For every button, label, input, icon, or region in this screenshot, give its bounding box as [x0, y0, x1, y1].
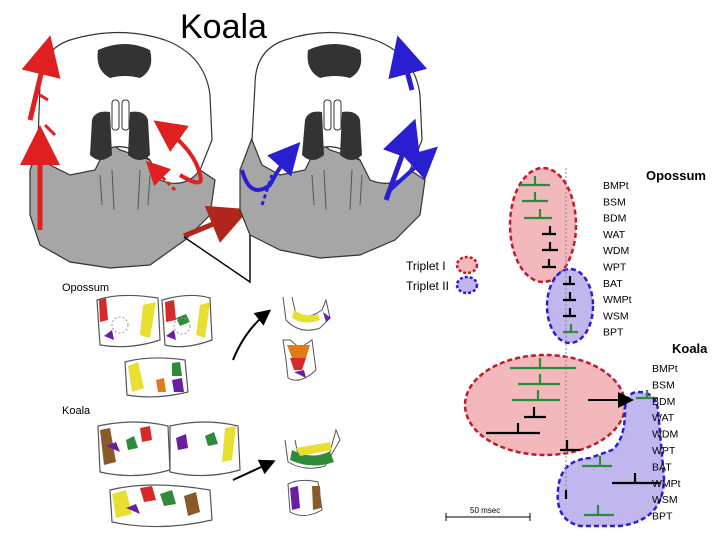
opossum-triplet-2 — [545, 267, 595, 345]
timing-diagram: 50 msec — [445, 166, 666, 528]
koala-muscle-wpt: WPT — [652, 445, 676, 457]
opossum-muscle-bmpt: BMPt — [603, 180, 629, 192]
opossum-timing-header: Opossum — [646, 168, 706, 183]
opossum-muscle-wdm: WDM — [603, 245, 629, 257]
figure-title: Koala — [180, 8, 267, 46]
opossum-muscle-bpt: BPT — [603, 327, 624, 339]
opossum-muscle-wsm: WSM — [603, 310, 629, 322]
blue-arrow — [388, 146, 438, 192]
left-skull — [19, 31, 216, 269]
koala-triplet-1 — [463, 353, 627, 457]
koala-muscle-bat: BAT — [652, 461, 672, 473]
red-arrow — [153, 120, 203, 185]
koala-timing-header: Koala — [672, 341, 708, 356]
koala-muscle-wdm: WDM — [652, 429, 678, 441]
red-arrow — [21, 35, 61, 121]
legend-swatch-triplet-1 — [455, 255, 479, 275]
blue-arrow — [388, 35, 428, 91]
legend: Triplet I Triplet II — [406, 255, 479, 295]
connector-arrow — [183, 205, 250, 243]
koala-muscle-bsm: BSM — [652, 379, 675, 391]
opossum-triplet-1 — [508, 166, 578, 284]
opossum-teeth — [96, 294, 213, 398]
koala-muscle-wsm: WSM — [652, 494, 678, 506]
koala-muscle-wmpt: WMPt — [652, 478, 681, 490]
opossum-muscle-wmpt: WMPt — [603, 294, 632, 306]
right-skull — [239, 31, 438, 259]
opossum-occlusion — [282, 296, 331, 381]
opossum-panel-label: Opossum — [62, 282, 109, 294]
koala-panel-label: Koala — [62, 405, 91, 417]
connector-triangle — [183, 215, 251, 284]
opossum-muscle-bsm: BSM — [603, 196, 626, 208]
koala-muscle-wat: WAT — [652, 412, 675, 424]
legend-triplet-1: Triplet I — [406, 259, 446, 273]
scale-label: 50 msec — [470, 506, 500, 515]
opossum-muscle-bdm: BDM — [603, 213, 626, 225]
legend-triplet-2: Triplet II — [406, 279, 449, 293]
koala-teeth — [97, 421, 241, 528]
legend-swatch-triplet-2 — [455, 275, 479, 295]
koala-muscle-bdm: BDM — [652, 396, 675, 408]
opossum-arrow — [232, 309, 272, 361]
opossum-muscle-wat: WAT — [603, 229, 626, 241]
koala-triplet-2 — [556, 390, 666, 528]
opossum-muscle-bat: BAT — [603, 278, 623, 290]
koala-occlusion — [284, 428, 341, 516]
koala-arrow — [232, 459, 276, 481]
koala-muscle-bpt: BPT — [652, 511, 673, 523]
opossum-muscle-wpt: WPT — [603, 262, 627, 274]
koala-muscle-bmpt: BMPt — [652, 363, 678, 375]
